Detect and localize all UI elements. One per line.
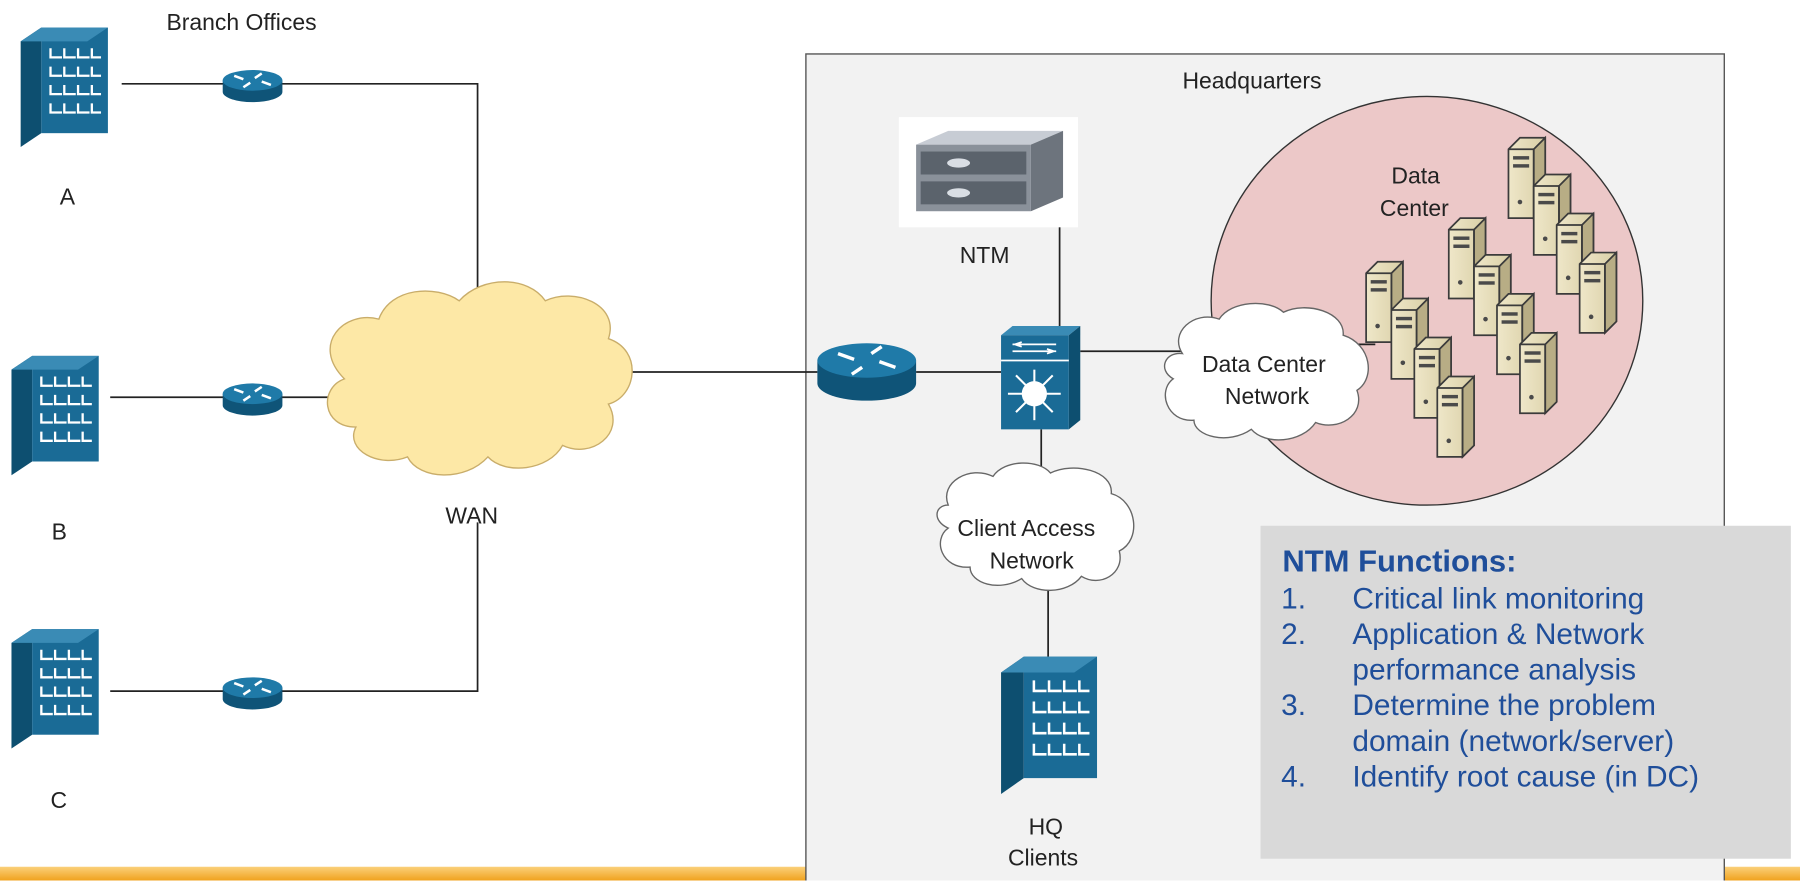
building-icon — [999, 655, 1099, 796]
dc-network-label-line1: Data Center — [1202, 351, 1326, 377]
branch-a-label: A — [60, 183, 76, 209]
headquarters-label: Headquarters — [1182, 67, 1321, 93]
switch-icon — [1001, 326, 1081, 430]
function-text: Application & Network — [1352, 616, 1645, 651]
branch-offices-label: Branch Offices — [166, 9, 316, 35]
function-text: Determine the problem — [1352, 687, 1656, 723]
dc-network-label-line2: Network — [1225, 383, 1310, 409]
ntm-functions-title: NTM Functions: — [1282, 544, 1517, 579]
function-text: performance analysis — [1352, 652, 1637, 687]
function-number: 2. — [1281, 616, 1307, 651]
client-access-label-line1: Client Access — [957, 515, 1095, 541]
router-icon — [221, 676, 284, 711]
client-access-label-line2: Network — [990, 547, 1075, 573]
branch-c-label: C — [51, 787, 68, 813]
function-number: 4. — [1281, 758, 1307, 794]
building-icon — [10, 627, 100, 750]
hq-clients-label-line1: HQ — [1029, 814, 1063, 840]
branch-b-label: B — [52, 519, 67, 545]
router-icon — [221, 382, 284, 417]
building-icon — [19, 26, 110, 149]
function-number: 3. — [1281, 687, 1307, 723]
function-text: Critical link monitoring — [1352, 580, 1645, 616]
router-icon — [221, 68, 284, 104]
hq-clients-label-line2: Clients — [1008, 845, 1078, 871]
building-icon — [10, 354, 100, 477]
server-tower-icon — [1578, 251, 1618, 334]
server-tower-icon — [1436, 375, 1475, 458]
datacenter-label-line1: Data — [1391, 163, 1440, 189]
datacenter-network-cloud-icon — [1163, 302, 1369, 441]
function-item: 4. Identify root cause (in DC) — [1281, 759, 1786, 795]
client-access-cloud-icon — [936, 462, 1135, 591]
server-appliance-icon — [898, 117, 1078, 228]
connection-lines — [110, 82, 1376, 692]
function-item: 2. Application & Network performance ana… — [1281, 616, 1786, 687]
function-item: 3. Determine the problem domain (network… — [1281, 688, 1786, 759]
ntm-functions-list: 1. Critical link monitoring 2. Applicati… — [1281, 581, 1786, 795]
function-item: 1. Critical link monitoring — [1281, 581, 1786, 617]
datacenter-label-line2: Center — [1380, 195, 1449, 221]
wan-label: WAN — [445, 502, 498, 528]
function-text: domain (network/server) — [1352, 723, 1675, 758]
ntm-functions-panel: NTM Functions: 1. Critical link monitori… — [1260, 525, 1791, 859]
function-number: 1. — [1281, 580, 1307, 616]
wan-cloud-icon — [326, 281, 633, 476]
ntm-label: NTM — [960, 242, 1010, 268]
router-icon — [817, 343, 917, 401]
function-text: Identify root cause (in DC) — [1352, 758, 1700, 794]
server-tower-icon — [1519, 332, 1558, 415]
